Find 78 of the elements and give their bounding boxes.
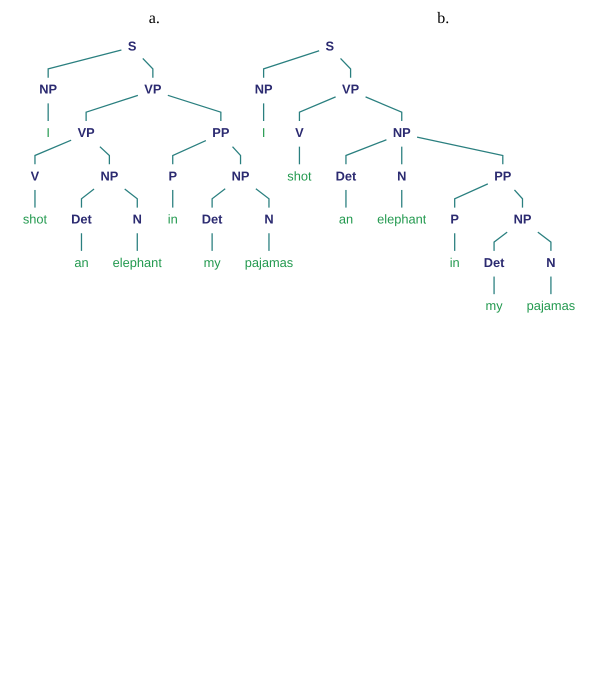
node-text: NP bbox=[392, 126, 411, 140]
connector bbox=[262, 103, 264, 121]
node-text: in bbox=[450, 256, 460, 270]
connector bbox=[136, 233, 138, 251]
node-text: my bbox=[486, 300, 503, 314]
connector bbox=[550, 276, 552, 294]
node-text: an bbox=[74, 256, 89, 270]
connector bbox=[172, 140, 206, 164]
connector bbox=[172, 190, 174, 208]
node-text: pajamas bbox=[244, 256, 294, 270]
node-text: NP bbox=[100, 170, 118, 184]
connector bbox=[142, 58, 154, 78]
connector bbox=[232, 146, 242, 164]
connector bbox=[514, 190, 524, 208]
node-text: VP bbox=[342, 83, 360, 97]
panel-label: b. bbox=[437, 10, 450, 28]
connector bbox=[80, 233, 82, 251]
node-text: Det bbox=[336, 170, 356, 184]
connector bbox=[340, 58, 352, 78]
node-text: N bbox=[397, 170, 406, 184]
node-text: pajamas bbox=[526, 300, 576, 314]
node-text: V bbox=[295, 126, 304, 140]
node-text: P bbox=[168, 170, 178, 184]
connector bbox=[211, 188, 226, 208]
connector bbox=[345, 139, 387, 164]
node-text: N bbox=[546, 256, 556, 270]
node-text: NP bbox=[39, 83, 58, 97]
node-text: Det bbox=[484, 256, 504, 270]
node-text: P bbox=[450, 213, 459, 227]
connector bbox=[48, 103, 49, 121]
node-text: S bbox=[326, 40, 334, 54]
connector bbox=[80, 188, 94, 208]
connector bbox=[401, 190, 402, 208]
node-text: in bbox=[168, 213, 178, 227]
connector bbox=[34, 190, 36, 208]
node-text: V bbox=[30, 170, 40, 184]
node-text: PP bbox=[212, 126, 230, 140]
connector bbox=[493, 276, 495, 294]
connector bbox=[168, 94, 222, 121]
connector bbox=[537, 232, 552, 251]
connector bbox=[298, 96, 336, 121]
node-text: Det bbox=[202, 213, 222, 227]
panel-label: a. bbox=[148, 10, 160, 28]
node-text: S bbox=[128, 40, 136, 54]
connector bbox=[99, 146, 110, 164]
node-text: shot bbox=[287, 170, 312, 184]
connector bbox=[262, 50, 320, 78]
node-text: Det bbox=[71, 213, 92, 227]
node-text: N bbox=[132, 213, 142, 227]
node-text: NP bbox=[254, 83, 273, 97]
connector bbox=[298, 146, 300, 164]
connector bbox=[124, 188, 138, 208]
connector bbox=[85, 94, 138, 121]
node-text: VP bbox=[78, 126, 95, 140]
node-text: my bbox=[204, 256, 221, 270]
node-text: shot bbox=[22, 213, 48, 227]
connector bbox=[454, 183, 488, 208]
connector bbox=[345, 190, 347, 208]
connector bbox=[365, 96, 402, 121]
connector bbox=[34, 140, 72, 164]
node-text: elephant bbox=[112, 256, 162, 270]
connector bbox=[454, 233, 456, 251]
node-text: NP bbox=[232, 170, 250, 184]
connector bbox=[255, 188, 270, 208]
connector bbox=[211, 233, 213, 251]
connector bbox=[416, 136, 504, 164]
node-text: I bbox=[262, 126, 266, 140]
node-text: PP bbox=[494, 170, 512, 184]
node-text: VP bbox=[144, 83, 162, 97]
connector bbox=[401, 146, 402, 164]
connector bbox=[268, 233, 270, 251]
node-text: I bbox=[46, 126, 50, 140]
connector bbox=[493, 232, 508, 251]
node-text: NP bbox=[514, 213, 532, 227]
connector bbox=[48, 49, 122, 78]
node-text: elephant bbox=[377, 213, 426, 227]
node-text: an bbox=[338, 213, 354, 227]
node-text: N bbox=[264, 213, 274, 227]
